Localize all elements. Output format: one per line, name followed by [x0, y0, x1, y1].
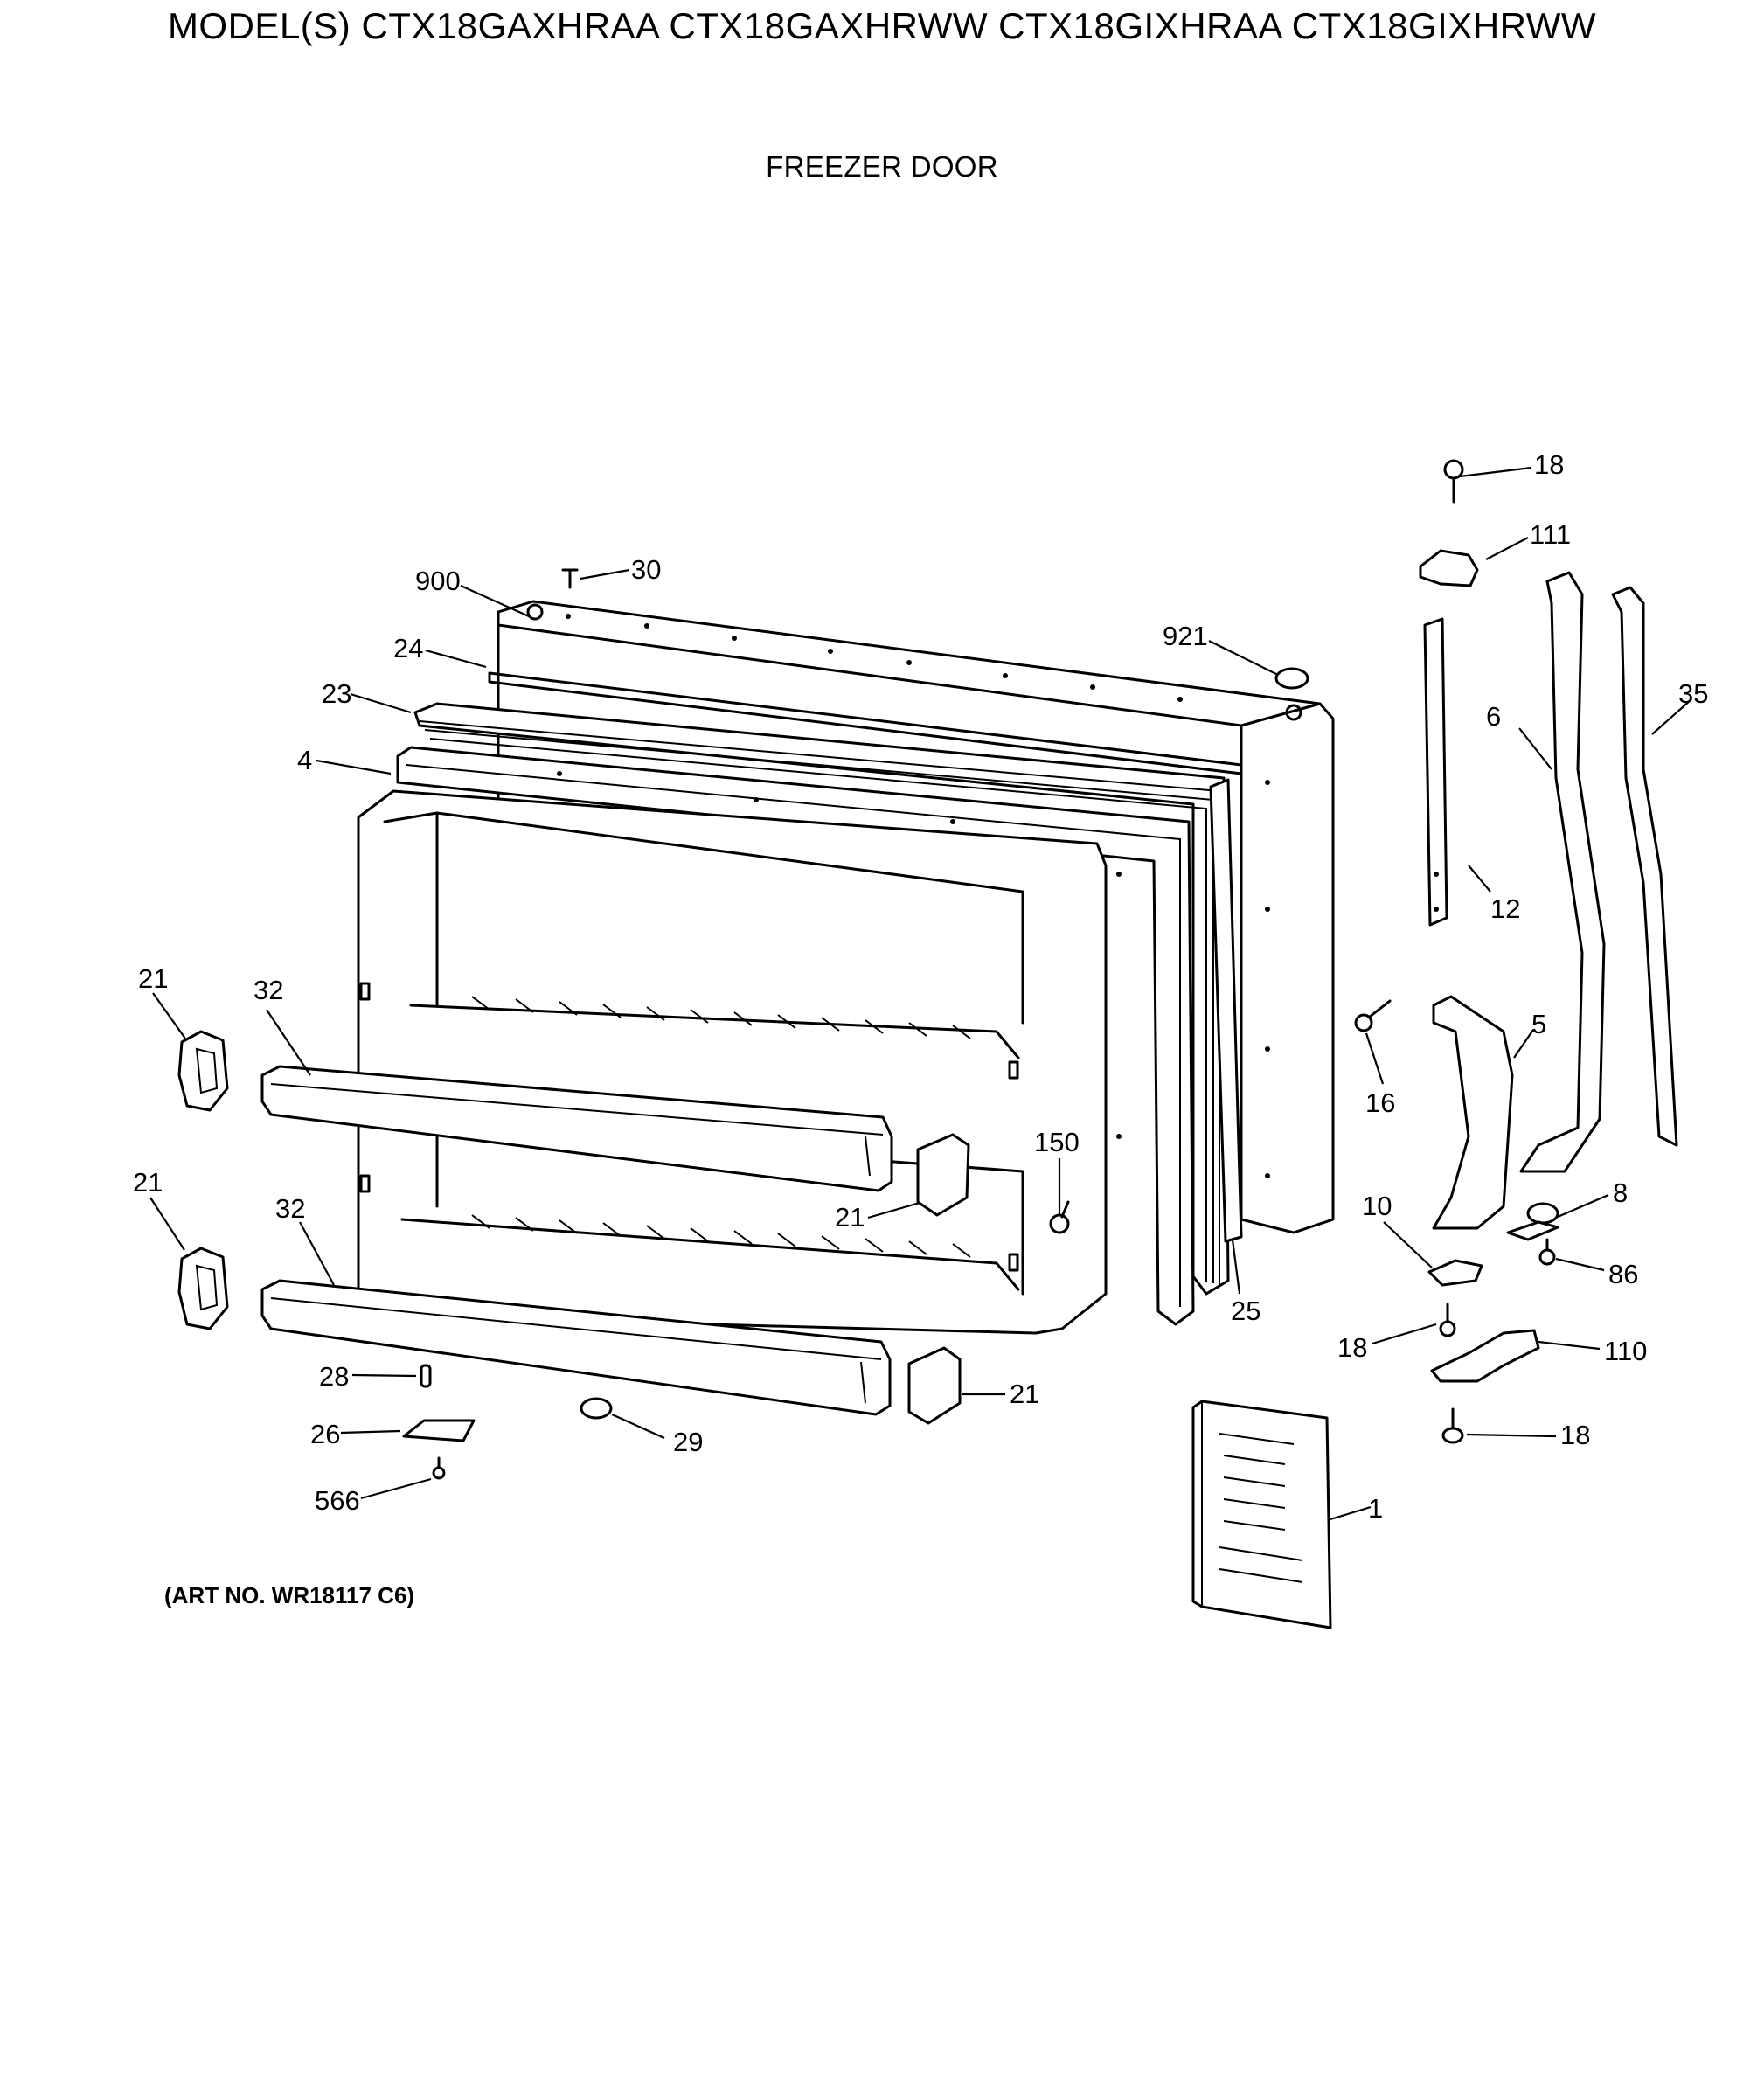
callout-28: 28 — [319, 1361, 349, 1392]
callout-32-lower: 32 — [275, 1193, 305, 1224]
callout-566: 566 — [315, 1485, 360, 1516]
diagram-subtitle: FREEZER DOOR — [766, 150, 998, 183]
hinge-screw-bottom-part — [1441, 1407, 1464, 1444]
callout-18-top: 18 — [1534, 449, 1564, 480]
hinge-clip-8-part — [1506, 1202, 1559, 1241]
callout-12: 12 — [1490, 893, 1520, 924]
manual-booklet-part — [1191, 1400, 1332, 1629]
callout-labels: 18 111 30 900 921 24 23 4 6 35 12 5 16 2… — [133, 449, 1708, 1524]
handle-end-cap-lower-right — [907, 1346, 962, 1425]
callout-6: 6 — [1486, 701, 1501, 732]
door-trim-part — [1209, 778, 1243, 1243]
leader-lines — [149, 466, 1692, 1521]
callout-30: 30 — [631, 554, 661, 585]
door-liner-part — [357, 789, 1108, 1335]
hinge-screw-middle-part — [1439, 1303, 1456, 1337]
callout-150: 150 — [1034, 1127, 1080, 1157]
door-panel-part — [396, 746, 1195, 1326]
callout-29: 29 — [673, 1427, 703, 1457]
callout-111: 111 — [1530, 519, 1571, 550]
callout-4: 4 — [297, 745, 312, 775]
callout-32-upper: 32 — [253, 975, 283, 1005]
plug-29-part — [580, 1397, 613, 1420]
callout-35: 35 — [1678, 678, 1708, 709]
strip-35-part — [1611, 586, 1678, 1147]
bracket-6-part — [1519, 571, 1606, 1173]
callout-21-lower-left: 21 — [133, 1167, 163, 1198]
page-title: MODEL(S) CTX18GAXHRAA CTX18GAXHRWW CTX18… — [167, 5, 1597, 46]
seal-strip-part — [488, 671, 1243, 775]
callout-18-middle: 18 — [1337, 1332, 1367, 1363]
screw-30-part — [561, 568, 579, 589]
hinge-111-part — [1419, 549, 1479, 587]
screw-16-part — [1354, 999, 1392, 1032]
callout-21-lower-right: 21 — [1010, 1379, 1039, 1409]
screw-566-part — [432, 1456, 446, 1480]
callout-16: 16 — [1365, 1087, 1395, 1118]
callout-10: 10 — [1362, 1191, 1392, 1221]
handle-bar-lower — [260, 1279, 892, 1416]
callout-18-bottom: 18 — [1560, 1420, 1590, 1450]
art-number: (ART NO. WR18117 C6) — [164, 1582, 415, 1608]
plug-cap-part — [1274, 667, 1309, 690]
callout-21-upper-right: 21 — [835, 1202, 865, 1233]
callout-5: 5 — [1531, 1009, 1546, 1039]
hinge-screw-top-part — [1443, 459, 1464, 504]
callout-110: 110 — [1604, 1336, 1647, 1366]
callout-21-upper-left: 21 — [138, 963, 168, 994]
callout-1: 1 — [1368, 1493, 1383, 1524]
callout-24: 24 — [393, 633, 423, 663]
callout-23: 23 — [322, 678, 351, 709]
callout-921: 921 — [1163, 621, 1208, 651]
support-bar-12-part — [1423, 617, 1448, 927]
callout-900: 900 — [415, 566, 461, 596]
screw-86-part — [1538, 1238, 1556, 1266]
callout-25: 25 — [1231, 1296, 1260, 1326]
plate-26-part — [402, 1419, 476, 1442]
handle-bar-upper — [260, 1065, 893, 1192]
callout-26: 26 — [310, 1419, 340, 1449]
handle-end-cap-lower-left — [177, 1247, 229, 1330]
hinge-pin-10-part — [1427, 1259, 1483, 1287]
callout-86: 86 — [1608, 1259, 1638, 1289]
hinge-110-part — [1430, 1329, 1540, 1383]
handle-end-cap-upper-left — [177, 1030, 229, 1112]
hinge-plate-5-part — [1432, 995, 1514, 1230]
callout-8: 8 — [1613, 1178, 1628, 1208]
handle-end-cap-upper-right — [916, 1133, 970, 1217]
stud-28-part — [420, 1364, 432, 1388]
